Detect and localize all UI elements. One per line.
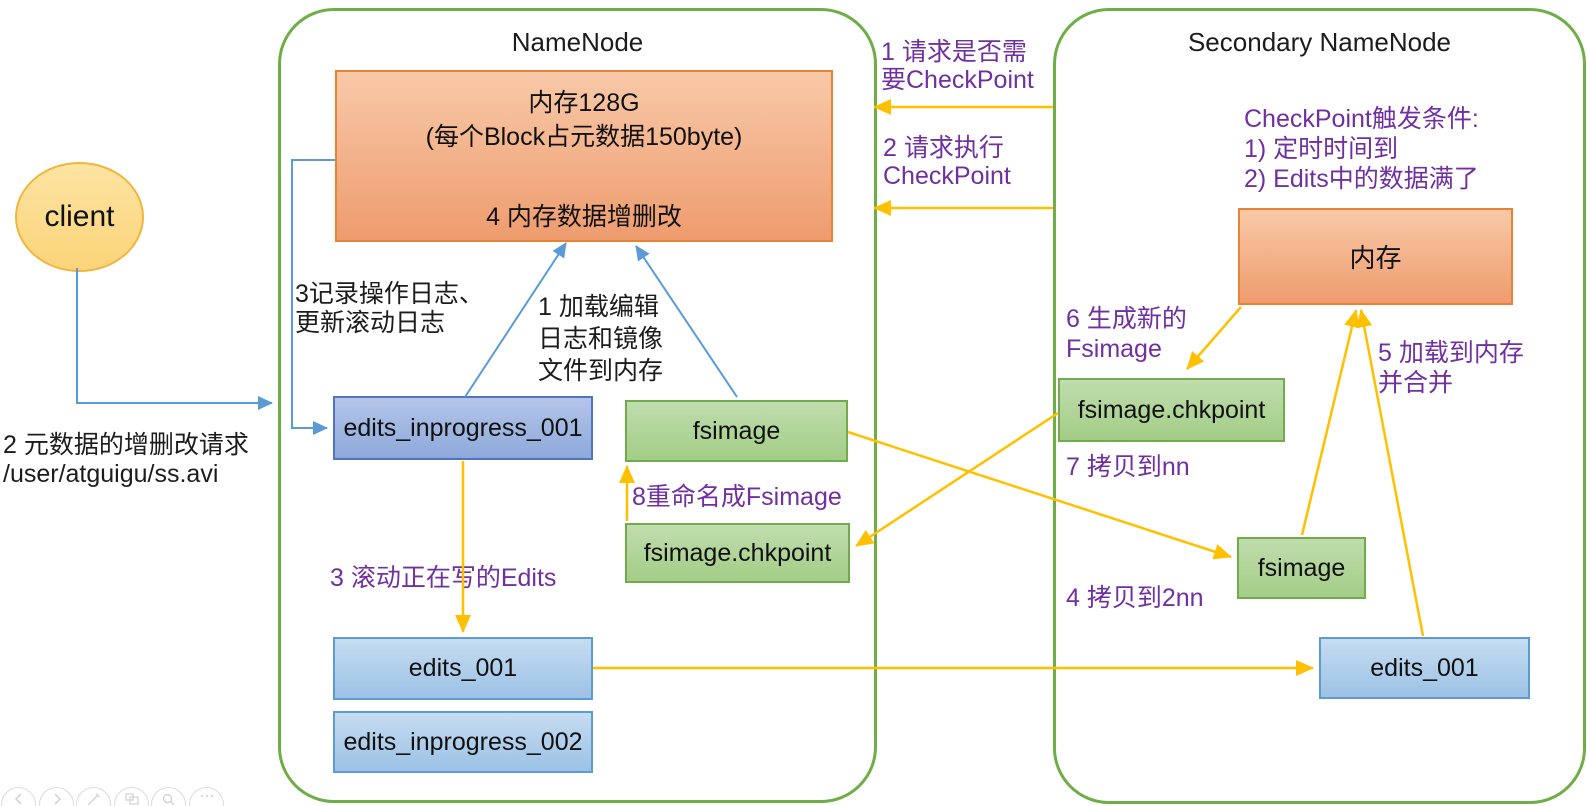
memory-size-label: 内存128G — [528, 89, 640, 117]
secondary-namenode-container: Secondary NameNode — [1053, 8, 1586, 804]
rename-step-label: 8重命名成Fsimage — [632, 483, 842, 511]
record-log-line2: 更新滚动日志 — [295, 309, 446, 337]
nn-edits-001-box: edits_001 — [333, 637, 593, 700]
snn-edits-001-label: edits_001 — [1370, 653, 1479, 682]
client-request-line1: 2 元数据的增删改请求 — [3, 431, 249, 459]
memory-crud-step: 4 内存数据增删改 — [486, 203, 682, 231]
checkpoint-execute-line1: 2 请求执行 — [883, 134, 1004, 162]
copy-to-nn-step-label: 7 拷贝到nn — [1066, 453, 1190, 481]
generate-step-line1: 6 生成新的 — [1066, 305, 1187, 333]
arrow-copy-chkpoint-to-nn — [855, 411, 1059, 548]
next-slide-icon — [53, 793, 61, 805]
checkpoint-execute-label: 2 请求执行 CheckPoint — [883, 134, 1011, 190]
nn-fsimage-label: fsimage — [692, 416, 781, 445]
load-note-line2: 日志和镜像 — [538, 325, 664, 353]
client-request-line2: /user/atguigu/ss.avi — [3, 460, 219, 488]
slides-panel-icon — [124, 793, 139, 805]
previous-slide-button[interactable] — [1, 787, 36, 806]
checkpoint-trigger-note: CheckPoint触发条件: 1) 定时时间到 2) Edits中的数据满了 — [1244, 104, 1479, 194]
zoom-icon — [162, 793, 175, 806]
next-slide-button[interactable] — [39, 787, 74, 806]
client-request-note: 2 元数据的增删改请求 /user/atguigu/ss.avi — [3, 431, 249, 489]
generate-step-line2: Fsimage — [1066, 335, 1162, 363]
namenode-title: NameNode — [511, 27, 644, 57]
roll-edits-step-label: 3 滚动正在写的Edits — [330, 564, 557, 592]
load-merge-step-label: 5 加载到内存 并合并 — [1378, 338, 1524, 398]
client-node: client — [15, 162, 144, 272]
nn-edits-inprogress-002-label: edits_inprogress_002 — [343, 727, 583, 756]
secondary-namenode-title: Secondary NameNode — [1187, 27, 1452, 57]
snn-edits-001-box: edits_001 — [1319, 637, 1530, 699]
snn-fsimage-chkpoint-box: fsimage.chkpoint — [1058, 378, 1285, 442]
nn-edits-001-label: edits_001 — [408, 654, 518, 682]
load-merge-line1: 5 加载到内存 — [1378, 339, 1524, 367]
pen-button[interactable] — [76, 787, 111, 806]
zoom-button[interactable] — [151, 787, 186, 806]
nn-edits-inprogress-001-label: edits_inprogress_001 — [343, 413, 583, 442]
load-merge-line2: 并合并 — [1378, 369, 1454, 397]
checkpoint-ask-line1: 1 请求是否需 — [881, 38, 1027, 66]
nn-fsimage-chkpoint-box: fsimage.chkpoint — [625, 523, 850, 583]
snn-memory-box: 内存 — [1238, 208, 1513, 305]
pen-icon — [87, 793, 100, 806]
namenode-memory-box: 内存128G (每个Block占元数据150byte) 4 内存数据增删改 — [335, 70, 833, 242]
arrow-client-to-namenode — [76, 268, 273, 410]
generate-fsimage-step-label: 6 生成新的 Fsimage — [1066, 304, 1187, 364]
nn-edits-inprogress-002-box: edits_inprogress_002 — [333, 711, 593, 773]
checkpoint-ask-label: 1 请求是否需 要CheckPoint — [881, 38, 1034, 94]
trigger-line1: CheckPoint触发条件: — [1244, 105, 1479, 133]
record-log-line1: 3记录操作日志、 — [295, 280, 484, 308]
trigger-line3: 2) Edits中的数据满了 — [1244, 165, 1479, 193]
snn-fsimage-box: fsimage — [1237, 537, 1366, 599]
previous-slide-icon — [14, 793, 22, 805]
more-button[interactable] — [189, 787, 224, 806]
snn-fsimage-chkpoint-label: fsimage.chkpoint — [1077, 395, 1266, 424]
load-note: 1 加载编辑 日志和镜像 文件到内存 — [538, 291, 663, 387]
snn-memory-label: 内存 — [1349, 243, 1402, 273]
nn-fsimage-box: fsimage — [625, 400, 848, 462]
memory-block-label: (每个Block占元数据150byte) — [425, 123, 743, 151]
nn-edits-inprogress-001-box: edits_inprogress_001 — [333, 396, 593, 460]
namenode-container: NameNode — [278, 8, 877, 803]
client-label: client — [44, 200, 115, 233]
nn-fsimage-chkpoint-label: fsimage.chkpoint — [643, 538, 832, 567]
record-log-note: 3记录操作日志、 更新滚动日志 — [295, 280, 484, 338]
copy-to-2nn-step-label: 4 拷贝到2nn — [1066, 584, 1204, 612]
trigger-line2: 1) 定时时间到 — [1244, 135, 1399, 163]
load-note-line1: 1 加载编辑 — [538, 293, 659, 321]
snn-fsimage-label: fsimage — [1257, 553, 1346, 582]
slides-panel-button[interactable] — [114, 787, 149, 806]
more-icon — [200, 794, 213, 798]
checkpoint-ask-line2: 要CheckPoint — [881, 66, 1034, 94]
checkpoint-execute-line2: CheckPoint — [883, 162, 1011, 190]
load-note-line3: 文件到内存 — [538, 357, 664, 385]
